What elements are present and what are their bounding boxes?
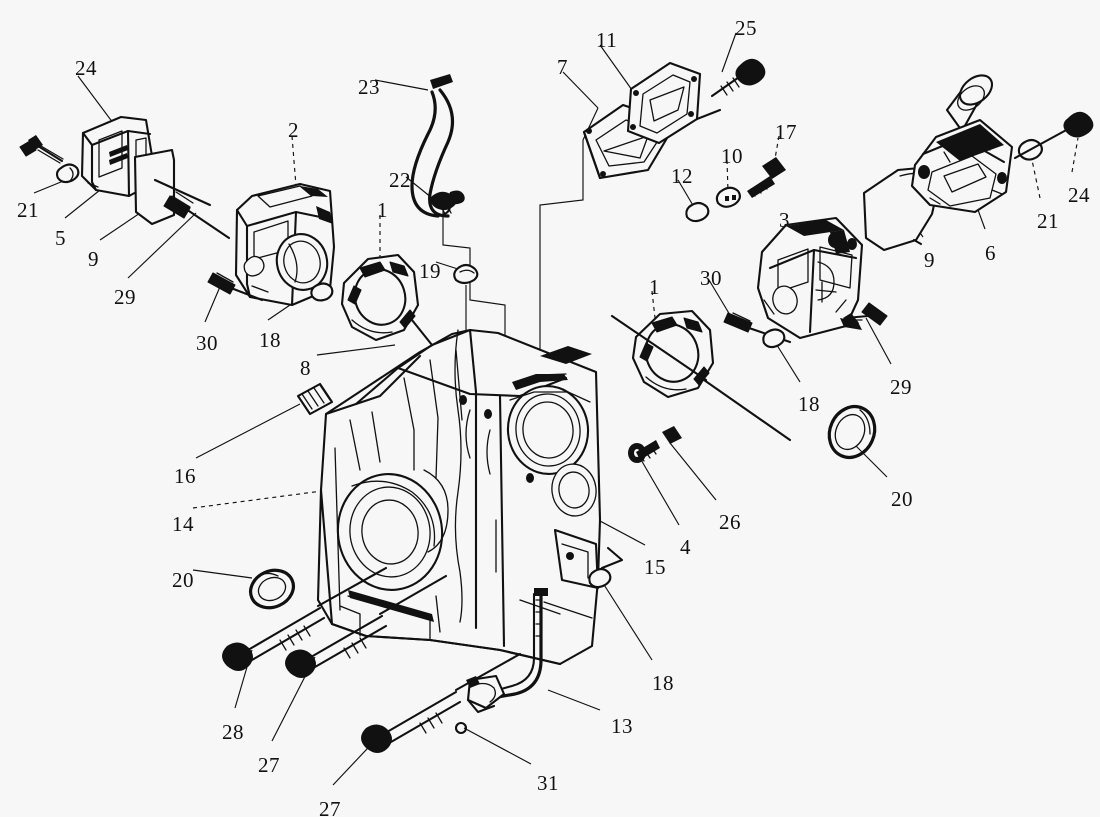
part-24-bolt-upper-left: [19, 135, 64, 164]
callout-24-bolt-upper-right: 24: [1068, 183, 1090, 207]
callout-26-bolt-flange-small: 26: [719, 510, 741, 534]
callout-30-stud-short-left: 30: [196, 331, 218, 355]
callout-1-gasket-crankcase-right: 1: [649, 275, 660, 299]
part-8-crankcase-body: [316, 328, 602, 666]
part-13-oil-drain-tube: [466, 588, 548, 714]
callout-15-crankcase-mount: 15: [644, 555, 666, 579]
part-23-breather-hose: [410, 74, 455, 218]
callout-5-air-cleaner-cover-left: 5: [55, 226, 66, 250]
part-29-stud-left: [163, 191, 231, 240]
callout-18-dowel-pin-left: 18: [259, 328, 281, 352]
callout-31-plug-small: 31: [537, 771, 559, 795]
callout-24-bolt-upper-left: 24: [75, 56, 97, 80]
callout-20-oil-seal-left: 20: [172, 568, 194, 592]
callout-30-stud-short-right: 30: [700, 266, 722, 290]
callout-12-dowel-pin-top: 12: [671, 164, 693, 188]
part-26-bolt-flange-small: [636, 426, 682, 462]
callout-19-oil-filler-cap: 19: [419, 259, 441, 283]
callout-16-dowel-pin-long: 16: [174, 464, 196, 488]
part-16-dowel-pin-long: [296, 382, 334, 416]
part-22-hose-clamp: [430, 190, 465, 215]
part-18-dowel-pin-lower: [588, 546, 624, 589]
callout-14-crankcase-cover: 14: [172, 512, 194, 536]
part-31-plug-small: [454, 721, 468, 735]
callout-9-gasket-right: 9: [924, 248, 935, 272]
callout-28-bolt-flange-long: 28: [222, 720, 244, 744]
part-2-carburetor-body-left: [234, 182, 336, 307]
callout-9-gasket-left: 9: [88, 247, 99, 271]
callout-8-crankcase-body: 8: [300, 356, 311, 380]
part-3-carburetor-body-right: [756, 216, 864, 340]
part-10-spacer-nut: [715, 186, 741, 208]
part-6-air-cleaner-elbow-right: [910, 74, 1014, 214]
callout-22-hose-clamp: 22: [389, 168, 411, 192]
part-1-gasket-right: [610, 309, 792, 442]
part-18-dowel-pin-left: [310, 282, 334, 302]
callout-29-stud-right: 29: [890, 375, 912, 399]
part-21-grommet-left: [55, 163, 80, 184]
part-9-gasket-left: [133, 148, 212, 226]
callout-11-breather-plate: 11: [596, 28, 618, 52]
callout-7-gasket-valve-cover-inner: 7: [557, 55, 568, 79]
part-20-oil-seal-left: [249, 568, 295, 610]
callout-4-washer: 4: [680, 535, 691, 559]
callout-17-tapping-screw: 17: [775, 120, 797, 144]
callout-20-oil-seal-right: 20: [891, 487, 913, 511]
callout-21-grommet-right: 21: [1037, 209, 1059, 233]
callout-27-bolt-flange-mid: 27: [258, 753, 280, 777]
callout-21-grommet-left: 21: [17, 198, 39, 222]
callout-27-bolt-flange-low: 27: [319, 797, 341, 817]
part-27-bolt-flange-low: [361, 652, 522, 753]
callout-29-stud-left: 29: [114, 285, 136, 309]
callout-18-dowel-pin-right: 18: [798, 392, 820, 416]
callout-13-oil-drain-tube: 13: [611, 714, 633, 738]
callout-3-carburetor-body-right: 3: [779, 208, 790, 232]
callout-6-air-cleaner-elbow-right: 6: [985, 241, 996, 265]
callout-23-breather-hose: 23: [358, 75, 380, 99]
part-29-stud-right: [843, 302, 888, 328]
part-1-gasket-left: [340, 253, 434, 347]
part-19-oil-filler-cap: [453, 263, 479, 285]
part-20-oil-seal-right: [827, 405, 877, 459]
part-30-stud-left: [207, 272, 264, 302]
callout-2-carburetor-body-left: 2: [288, 118, 299, 142]
part-18-dowel-pin-right: [762, 328, 786, 349]
part-12-dowel-pin-top: [685, 201, 710, 223]
part-17-tapping-screw: [747, 157, 786, 198]
callout-1-gasket-crankcase-left: 1: [377, 198, 388, 222]
callout-10-spacer-nut: 10: [721, 144, 743, 168]
part-25-screw-breather: [710, 58, 766, 98]
part-24-bolt-upper-right: [1013, 111, 1094, 160]
part-11-breather-plate: [626, 61, 722, 145]
callout-25-screw-breather: 25: [735, 16, 757, 40]
part-27-bolt-flange-mid: [285, 574, 448, 678]
part-28-bolt-flange-long: [222, 566, 388, 671]
callout-18-dowel-pin-lower: 18: [652, 671, 674, 695]
